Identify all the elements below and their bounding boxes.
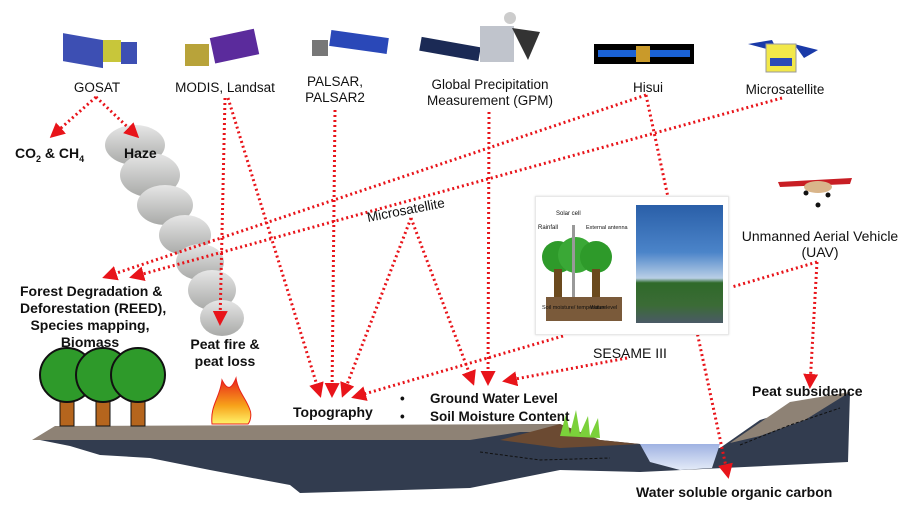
grass-icon [560, 410, 600, 438]
arrow-gpm-gwl [480, 111, 496, 386]
arrow-sesame-topo [351, 334, 564, 401]
label-palsar-line2: PALSAR2 [305, 90, 365, 105]
label-gpm-line2: Measurement (GPM) [426, 93, 554, 108]
label-palsar-line1: PALSAR, [306, 74, 364, 89]
label-peat-fire: Peat fire & peat loss [190, 336, 260, 369]
sesame-schematic: Solar cell Rainfall External antenna Soi… [538, 211, 629, 321]
label-co2-ch4: CO2 & CH4 [15, 145, 85, 164]
label-modis: MODIS, Landsat [175, 80, 275, 95]
sesame-label-soil: Soil moisture/ temperature [542, 305, 607, 311]
label-gpm: Global Precipitation Measurement (GPM) [420, 77, 560, 109]
arrow-uav-subsidence [803, 261, 819, 389]
satellite-gpm-icon [419, 12, 540, 62]
arrow-hisui-forest [102, 93, 647, 281]
arrow-modis-topo [226, 97, 324, 398]
uav-icon [778, 178, 852, 208]
sesame-label-antenna: External antenna [586, 225, 629, 231]
microsatellite-midlabel: Microsatellite [366, 195, 446, 225]
label-gosat: GOSAT [73, 80, 121, 95]
arrow-micro2-topo [340, 217, 413, 398]
bullet-item-soil: •Soil Moisture Content [400, 409, 570, 424]
arrows [49, 93, 819, 479]
arrow-micro2-gwl [409, 217, 476, 386]
arrow-uav-sesame [731, 260, 818, 289]
arrow-palsar-topo [324, 109, 340, 398]
label-sesame: SESAME III [593, 345, 667, 361]
trees-icon [39, 347, 166, 427]
label-hisui: Hisui [632, 80, 663, 95]
arrow-microsat-forest [129, 96, 783, 282]
sesame-label-water: Water level [590, 305, 617, 311]
satellite-modis-icon [185, 28, 260, 66]
satellite-palsar-icon [312, 30, 389, 56]
label-uav: Unmanned Aerial Vehicle (UAV) [741, 228, 899, 260]
satellite-hisui-icon [594, 44, 694, 64]
label-peat-subsidence: Peat subsidence [752, 383, 863, 399]
sesame-label-solar: Solar cell [556, 211, 581, 217]
label-gpm-line1: Global Precipitation [431, 77, 549, 92]
sesame-label-rainfall: Rainfall [538, 225, 558, 231]
satellite-gosat-icon [63, 33, 137, 69]
fire-icon [211, 376, 252, 425]
sesame-photo [636, 205, 723, 323]
arrow-gosat-co2 [49, 95, 97, 138]
label-forest: Forest Degradation & Deforestation (REED… [20, 283, 167, 350]
satellite-microsat-icon [748, 40, 818, 73]
peat-cross-section [32, 392, 850, 493]
label-microsat: Microsatellite [745, 82, 825, 97]
bullet-item-gwl: •Ground Water Level [400, 391, 558, 406]
label-wsoc: Water soluble organic carbon [636, 484, 833, 500]
arrow-sesame-gwl [502, 356, 628, 387]
label-haze: Haze [124, 145, 157, 161]
label-topography: Topography [293, 404, 373, 420]
bullet-list: •Ground Water Level •Soil Moisture Conte… [400, 390, 570, 426]
label-palsar: PALSAR, PALSAR2 [290, 74, 380, 106]
